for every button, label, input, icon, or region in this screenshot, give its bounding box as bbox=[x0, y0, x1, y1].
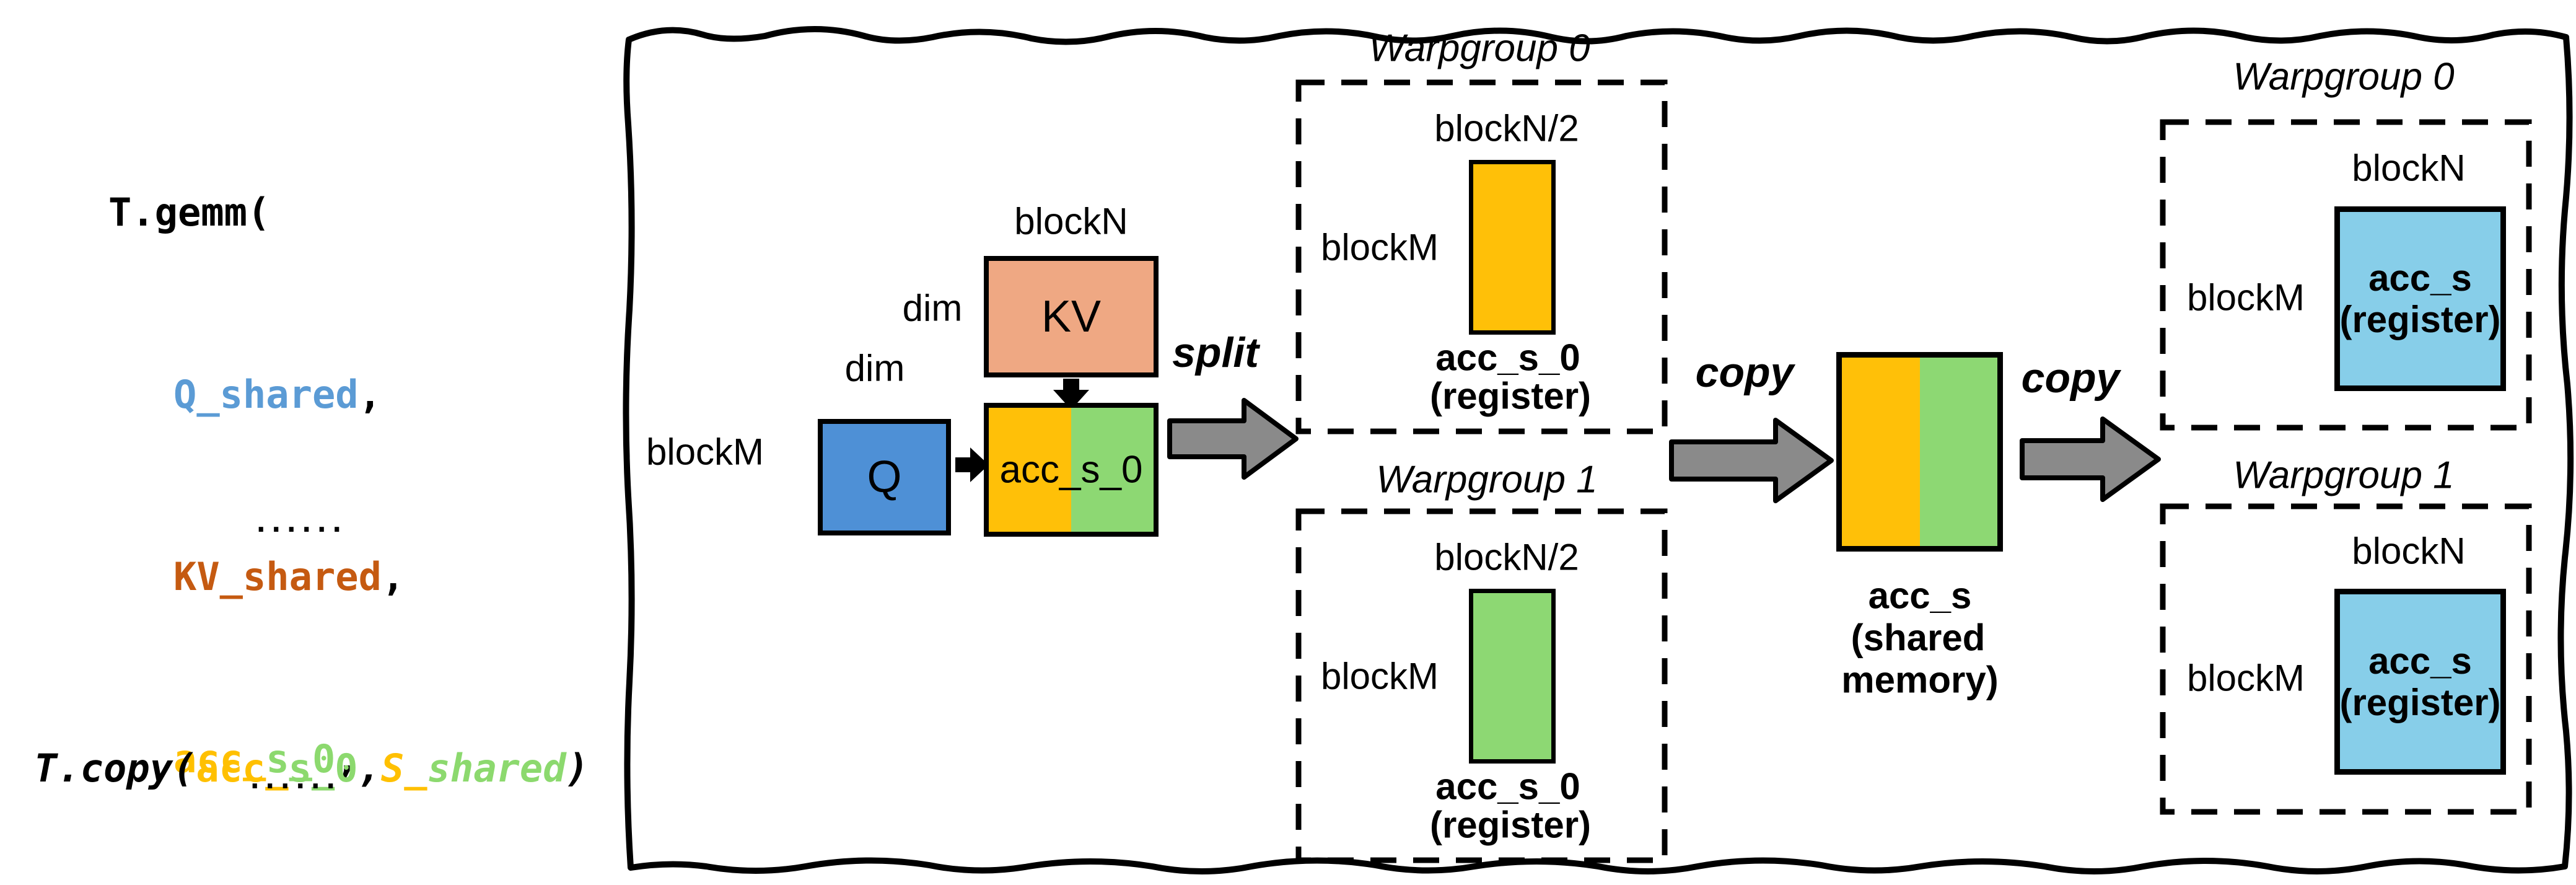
label-blockN-input: blockN bbox=[1014, 200, 1128, 242]
reg-warpgroup1-dashed-box bbox=[2160, 503, 2532, 815]
acc-s-shared-gold-half bbox=[1842, 358, 1920, 546]
split-warpgroup1-title: Warpgroup 1 bbox=[1376, 458, 1598, 501]
copy-arrow-2-icon bbox=[2020, 416, 2161, 502]
split-warpgroup0-title: Warpgroup 0 bbox=[1369, 27, 1590, 70]
reg-wg1-blockM: blockM bbox=[2186, 657, 2305, 699]
reg-warpgroup0-title: Warpgroup 0 bbox=[2233, 55, 2455, 99]
reg-wg0-blockM: blockM bbox=[2186, 276, 2305, 319]
reg-wg1-blockN: blockN bbox=[2352, 530, 2466, 572]
split-wg0-tensor-name: acc_s_0 bbox=[1435, 337, 1580, 379]
q-box-label: Q bbox=[867, 452, 902, 502]
shared-location-line2: memory) bbox=[1841, 659, 1999, 701]
acc-s0-box: acc_s_0 bbox=[984, 403, 1159, 537]
kv-box: KV bbox=[984, 256, 1159, 377]
split-wg1-green-bar bbox=[1469, 589, 1556, 764]
kv-box-label: KV bbox=[1041, 292, 1102, 341]
acc-s0-gold-half bbox=[989, 408, 1071, 532]
label-copy-1: copy bbox=[1695, 349, 1794, 396]
token-acc-green: s_0 bbox=[266, 736, 336, 782]
token-acc-gold: acc_ bbox=[173, 736, 266, 782]
token-kv-shared: KV_shared bbox=[173, 554, 382, 599]
reg-wg0-acc-s-box: acc_s (register) bbox=[2334, 206, 2506, 391]
reg-warpgroup0-dashed-box bbox=[2160, 119, 2532, 431]
split-wg1-blockN2: blockN/2 bbox=[1434, 536, 1579, 578]
ellipsis-1: ...... bbox=[253, 507, 345, 539]
token-copy1-s-green: shared bbox=[427, 746, 566, 791]
split-warpgroup1-dashed-box bbox=[1295, 508, 1668, 863]
reg-wg0-tensor-name: acc_s bbox=[2368, 257, 2472, 299]
label-dim-q: dim bbox=[844, 347, 905, 389]
label-copy-2: copy bbox=[2021, 354, 2120, 402]
copy-arrow-1-icon bbox=[1669, 418, 1834, 503]
split-wg0-gold-bar bbox=[1469, 160, 1556, 335]
acc-s0-box-label: acc_s_0 bbox=[999, 448, 1143, 491]
reg-wg1-location: (register) bbox=[2339, 682, 2501, 723]
gemm-code-block: T.gemm( Q_shared, KV_shared, acc_s_0, tr… bbox=[108, 61, 567, 885]
code-line-copy-1: T.copy(acc_s_0,S_shared) bbox=[34, 746, 589, 791]
token-copy1-acc-green: s_0 bbox=[288, 746, 358, 791]
acc-s-shared-green-half bbox=[1919, 358, 1997, 546]
code-line-arg-q: Q_shared, bbox=[173, 372, 382, 417]
copy-code-block: T.copy(acc_s_0,S_shared) T.copy(S_shared… bbox=[34, 610, 589, 885]
split-wg1-blockM: blockM bbox=[1320, 655, 1439, 697]
acc-s-shared-box bbox=[1836, 352, 2003, 552]
reg-wg0-location: (register) bbox=[2339, 299, 2501, 340]
split-wg0-blockN2: blockN/2 bbox=[1434, 107, 1579, 149]
label-blockM-input: blockM bbox=[646, 431, 764, 473]
reg-wg1-tensor-name: acc_s bbox=[2368, 640, 2472, 682]
code-line-arg-kv: KV_shared, bbox=[173, 554, 405, 599]
shared-tensor-name: acc_s bbox=[1868, 575, 1972, 617]
split-warpgroup0-dashed-box bbox=[1295, 79, 1668, 434]
reg-wg0-blockN: blockN bbox=[2352, 147, 2466, 189]
token-copy1-acc-gold: acc_ bbox=[196, 746, 289, 791]
kernel-scope-wavy-border bbox=[623, 26, 2574, 874]
q-to-acc-arrow-icon bbox=[955, 447, 989, 482]
reg-warpgroup1-title: Warpgroup 1 bbox=[2233, 454, 2455, 497]
split-wg1-tensor-name: acc_s_0 bbox=[1435, 765, 1580, 808]
code-line-gemm-open: T.gemm( bbox=[108, 190, 271, 235]
reg-wg1-acc-s-box: acc_s (register) bbox=[2334, 589, 2506, 775]
code-line-arg-acc: acc_s_0, bbox=[173, 736, 359, 782]
label-dim-kv: dim bbox=[902, 287, 963, 329]
kv-to-acc-arrow-icon bbox=[1053, 379, 1089, 410]
split-arrow-icon bbox=[1167, 398, 1299, 480]
token-q-shared: Q_shared bbox=[173, 372, 359, 417]
label-split: split bbox=[1172, 329, 1259, 376]
split-wg1-location: (register) bbox=[1429, 804, 1592, 846]
acc-s0-green-half bbox=[1071, 408, 1154, 532]
token-copy1-s-gold: S_ bbox=[380, 746, 427, 791]
split-wg0-location: (register) bbox=[1429, 375, 1592, 417]
split-wg0-blockM: blockM bbox=[1320, 226, 1439, 268]
shared-location-line1: (shared bbox=[1851, 617, 1986, 659]
ellipsis-2: ...... bbox=[247, 764, 339, 795]
q-box: Q bbox=[818, 419, 951, 535]
